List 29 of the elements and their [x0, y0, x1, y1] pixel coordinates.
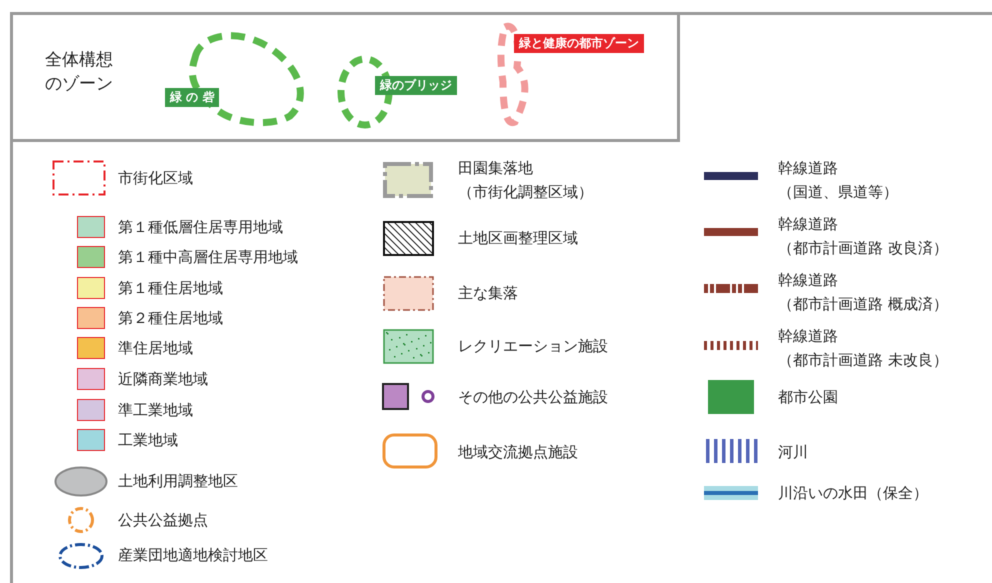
legend-label: 準工業地域 [118, 400, 193, 421]
legend-label: 市街化区域 [118, 168, 193, 189]
legend-label: 河川 [778, 442, 808, 463]
legend-label: 第２種住居地域 [118, 308, 223, 329]
legend-label: 田園集落地（市街化調整区域） [458, 158, 593, 203]
legend-label: 幹線道路（都市計画道路 未改良） [778, 326, 948, 371]
legend-label: 工業地域 [118, 430, 178, 451]
legend-label: レクリエーション施設 [458, 336, 608, 357]
legend-label: 土地利用調整地区 [118, 471, 238, 492]
legend-label: 地域交流拠点施設 [458, 442, 578, 463]
legend-label: 準住居地域 [118, 338, 193, 359]
legend-label: 川沿いの水田（保全） [778, 483, 928, 504]
legend-label: 土地区画整理区域 [458, 228, 578, 249]
legend-label: 第１種中高層住居専用地域 [118, 247, 298, 268]
zone-tag: 緑のブリッジ [375, 76, 457, 95]
legend-label: 産業団地適地検討地区 [118, 545, 268, 566]
legend-label: 主な集落 [458, 283, 518, 304]
legend-label: 第１種住居地域 [118, 278, 223, 299]
panel-heading: 全体構想のゾーン [45, 49, 114, 96]
legend-label: 第１種低層住居専用地域 [118, 217, 283, 238]
legend-label: 幹線道路（都市計画道路 改良済） [778, 214, 948, 259]
legend-label: 公共公益拠点 [118, 510, 208, 531]
zone-tag: 緑と健康の都市ゾーン [514, 34, 644, 53]
legend-label: 都市公園 [778, 387, 838, 408]
legend-label: 幹線道路（都市計画道路 概成済） [778, 270, 948, 315]
legend-label: その他の公共公益施設 [458, 387, 608, 408]
legend-label: 近隣商業地域 [118, 369, 208, 390]
zone-tag: 緑 の 砦 [165, 88, 220, 107]
legend-label: 幹線道路（国道、県道等） [778, 158, 898, 203]
